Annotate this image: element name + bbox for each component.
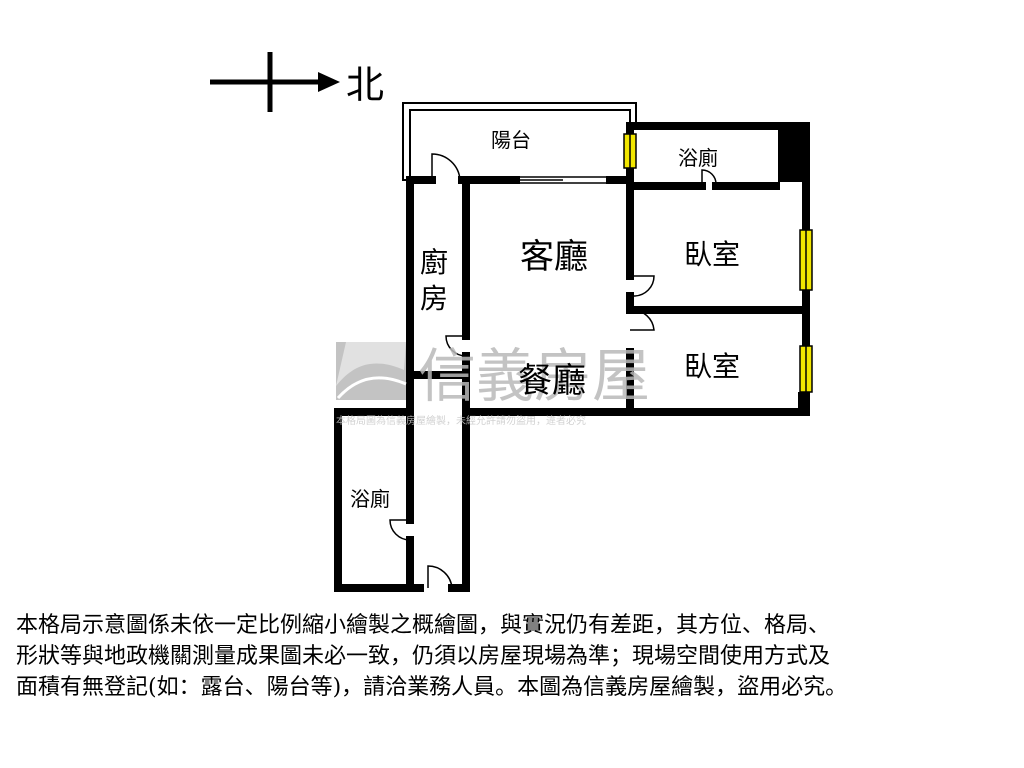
door-bath-bottom (389, 519, 411, 541)
room-kitchen: 廚房 (420, 246, 448, 315)
disclaimer-line-3: 面積有無登記(如：露台、陽台等)，請洽業務人員。本圖為信義房屋繪製，盜用必究。 (16, 675, 848, 700)
watermark: 信義房屋 本格局圖為信義房屋繪製，未經允許請勿盜用，違者必究 (336, 342, 650, 427)
room-bath-top: 浴廁 (678, 146, 718, 170)
room-balcony: 陽台 (491, 128, 531, 152)
watermark-note: 本格局圖為信義房屋繪製，未經允許請勿盜用，違者必究 (336, 414, 586, 427)
disclaimer-text: 本格局示意圖係未依一定比例縮小繪製之概繪圖，與實況仍有差距，其方位、格局、 形狀… (16, 610, 1016, 703)
door-kitchen (445, 335, 467, 357)
room-bedroom-1: 臥室 (684, 238, 740, 271)
wall-corner (798, 392, 810, 408)
north-arrow-icon (210, 52, 340, 112)
door-entrance (427, 565, 453, 589)
door-bedroom-1 (630, 275, 655, 297)
room-living: 客廳 (520, 237, 588, 277)
windows (623, 133, 813, 393)
disclaimer-line-2: 形狀等與地政機關測量成果圖未必一致，仍須以房屋現場為準；現場空間使用方式及 (16, 644, 831, 669)
room-bath-bottom: 浴廁 (350, 487, 390, 511)
balcony-railing (402, 102, 637, 181)
sliding-door (516, 176, 610, 184)
shaft-block (778, 122, 810, 182)
brand-logo-icon (336, 342, 407, 400)
room-dining: 餐廳 (518, 361, 586, 401)
door-kitchen-balcony (431, 153, 461, 181)
room-bedroom-2: 臥室 (684, 350, 740, 383)
door-swings (389, 153, 717, 589)
watermark-brand: 信義房屋 (418, 342, 650, 410)
door-bedroom-2 (630, 309, 655, 331)
north-label: 北 (346, 63, 384, 107)
floor-plan: 北 (210, 52, 813, 592)
door-bath-top (701, 169, 717, 186)
disclaimer-line-1: 本格局示意圖係未依一定比例縮小繪製之概繪圖，與實況仍有差距，其方位、格局、 (16, 613, 831, 638)
